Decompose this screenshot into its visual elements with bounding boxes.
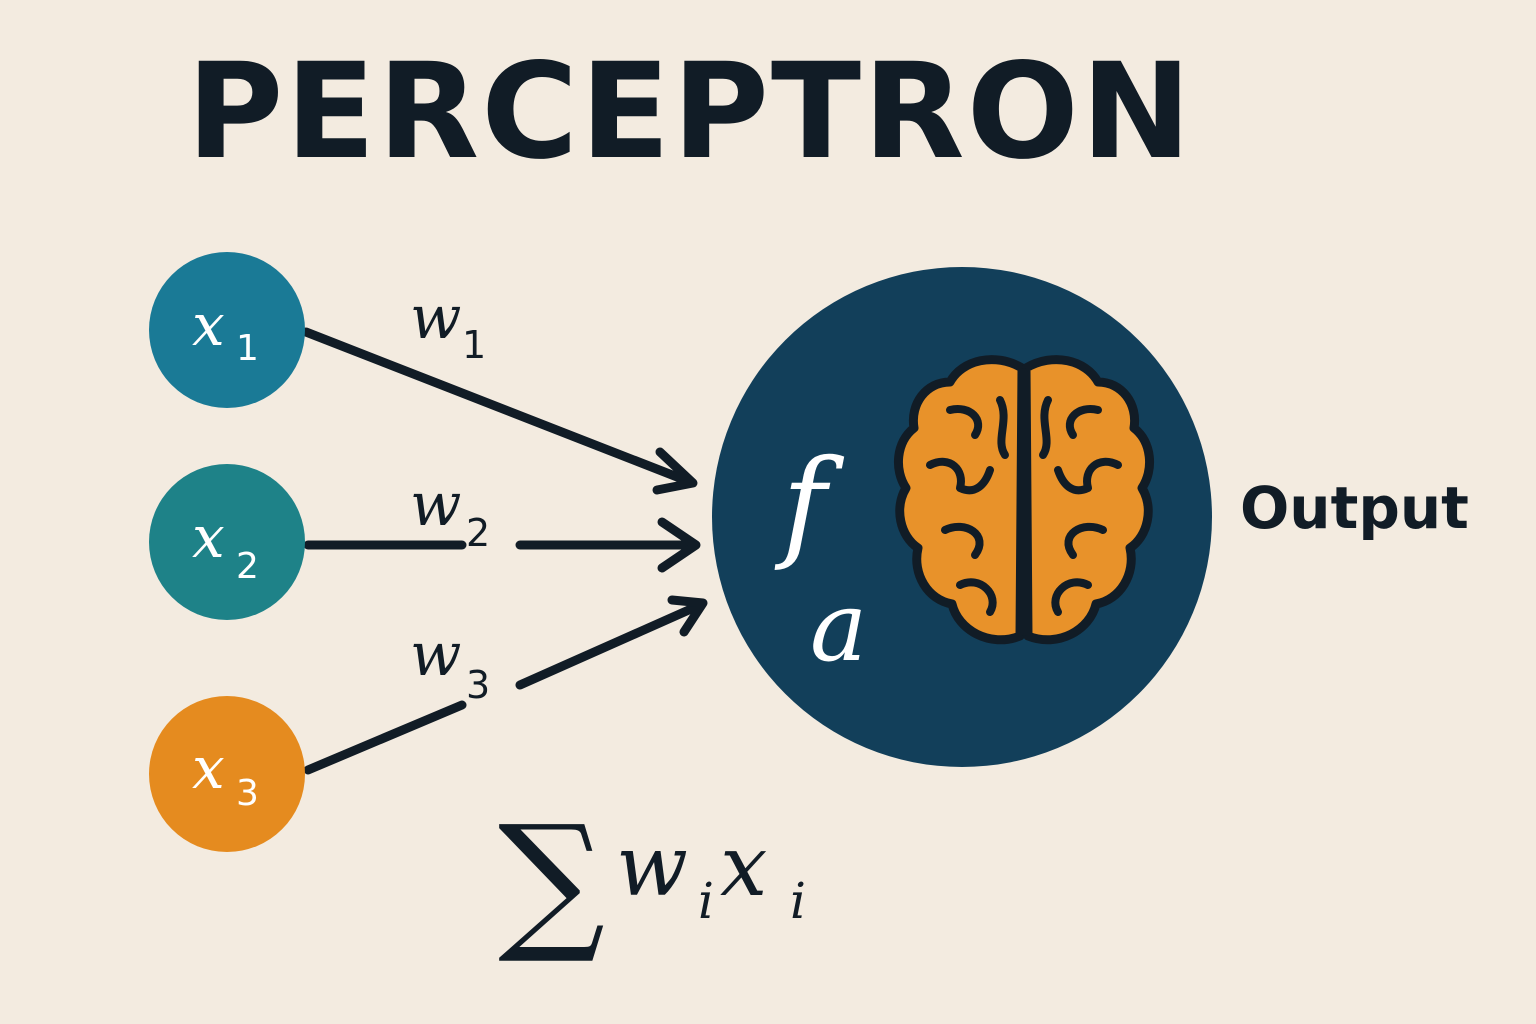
weight-symbol-1: w	[410, 283, 461, 353]
weight-sub-3: 3	[466, 663, 490, 707]
input-symbol-3: x	[192, 734, 225, 802]
weighted-sum-formula: ∑ w i x i	[498, 794, 806, 968]
output-label: Output	[1240, 474, 1469, 542]
input-circle-2	[149, 464, 305, 620]
neuron: f a	[712, 267, 1212, 767]
weight-label-3: w 3	[410, 620, 490, 707]
connection-1	[306, 332, 690, 482]
input-symbol-1: x	[192, 291, 225, 359]
weight-sub-1: 1	[462, 323, 486, 367]
brain-icon	[898, 360, 1149, 640]
input-sub-3: 3	[236, 773, 259, 814]
sigma-symbol: ∑	[498, 794, 605, 968]
input-symbol-2: x	[192, 503, 225, 571]
input-circle-3	[149, 696, 305, 852]
formula-w-sub: i	[698, 872, 714, 930]
weight-sub-2: 2	[466, 511, 490, 555]
input-node-2: x 2	[149, 464, 305, 620]
input-node-3: x 3	[149, 696, 305, 852]
weight-symbol-2: w	[410, 470, 461, 540]
activation-symbol: a	[810, 571, 867, 683]
input-circle-1	[149, 252, 305, 408]
weight-label-1: w 1	[410, 283, 486, 367]
weight-symbol-3: w	[410, 620, 461, 690]
input-sub-1: 1	[236, 328, 259, 369]
input-node-1: x 1	[149, 252, 305, 408]
input-sub-2: 2	[236, 546, 259, 587]
formula-x: x	[720, 817, 767, 915]
connections	[306, 332, 703, 770]
connection-3a	[308, 705, 462, 770]
formula-x-sub: i	[790, 872, 806, 930]
formula-w: w	[616, 817, 688, 915]
connection-3b	[520, 605, 700, 685]
